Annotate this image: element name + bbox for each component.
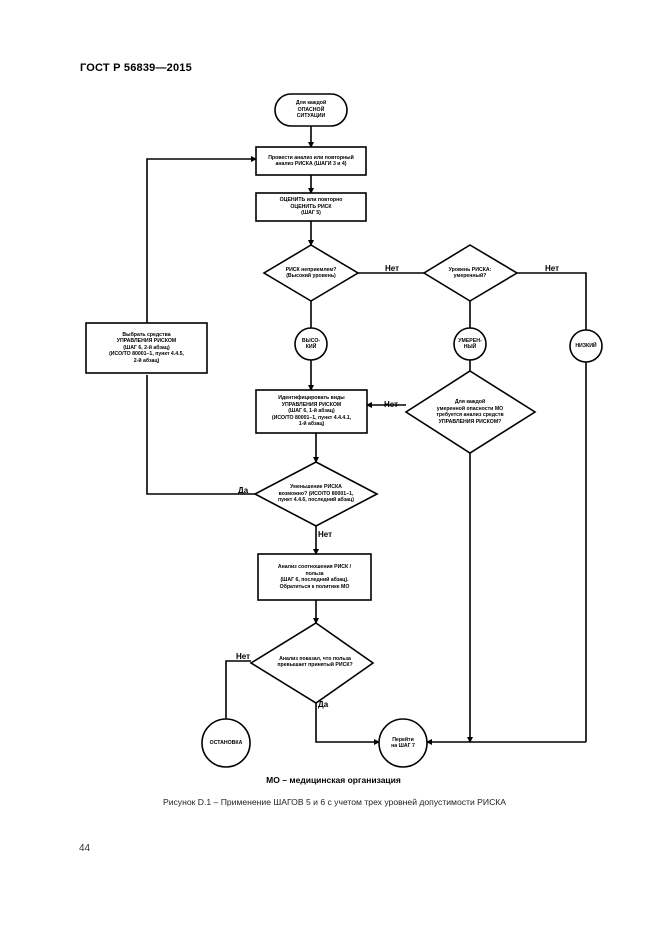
benefit-label: Анализ соотношения РИСК / польза (ШАГ 6,… xyxy=(277,564,352,590)
start-label: Для каждой ОПАСНОЙ СИТУАЦИИ xyxy=(295,100,327,120)
identify-box xyxy=(255,389,368,434)
analysis-label: Провести анализ или повторный анализ РИС… xyxy=(268,154,354,168)
label-no-5: Нет xyxy=(236,652,251,661)
low-label: НИЗКИЙ xyxy=(575,342,597,349)
label-no-2: Нет xyxy=(545,264,560,273)
figure-caption: Рисунок D.1 – Применение ШАГОВ 5 и 6 с у… xyxy=(162,797,507,807)
flow-benefit-no-to-stop xyxy=(225,660,251,720)
decision-level-label: Уровень РИСКА: умеренный? xyxy=(448,266,492,280)
figure-legend: МО – медицинская организация xyxy=(266,775,401,785)
select-label: Выбрать средства УПРАВЛЕНИЯ РИСКОМ (ШАГ … xyxy=(109,331,184,364)
decision-unacceptable-label: РИСК неприемлем? (Высокий уровень) xyxy=(285,266,337,280)
evaluate-label: ОЦЕНИТЬ или повторно ОЦЕНИТЬ РИСК (ШАГ 5… xyxy=(279,197,343,217)
stop-label: ОСТАНОВКА xyxy=(209,739,243,746)
label-no-3: Нет xyxy=(384,400,399,409)
flow-level-no-to-low xyxy=(517,272,587,330)
flow-select-to-analysis xyxy=(146,156,257,323)
identify-label: Идентифицировать виды УПРАВЛЕНИЯ РИСКОМ … xyxy=(271,395,352,428)
flow-benefit-yes-to-next xyxy=(315,703,380,745)
high-label: ВЫСО- КИЙ xyxy=(301,337,321,351)
benefit-box xyxy=(257,553,372,601)
label-yes-2: Да xyxy=(318,700,329,709)
stop-connector xyxy=(201,718,251,768)
page-number: 44 xyxy=(79,843,91,854)
decision-moderate-label: Для каждой умеренной опасности МО требуе… xyxy=(436,399,504,425)
label-no-4: Нет xyxy=(318,530,333,539)
evaluate-box xyxy=(255,192,367,222)
decision-benefit-label: Анализ показал, что польза превышает при… xyxy=(277,655,353,669)
label-no-1: Нет xyxy=(385,264,400,273)
flow-reduce-yes-loop xyxy=(146,375,255,495)
moderate-label: УМЕРЕН- НЫЙ xyxy=(458,337,482,351)
next-step-label: Перейти на ШАГ 7 xyxy=(391,736,415,750)
decision-reduce-label: Уменьшение РИСКА возможно? (ИСО/ТО 80001… xyxy=(278,484,354,504)
label-yes-1: Да xyxy=(238,486,249,495)
select-box xyxy=(85,322,208,374)
document-header: ГОСТ Р 56839—2015 xyxy=(80,62,192,74)
